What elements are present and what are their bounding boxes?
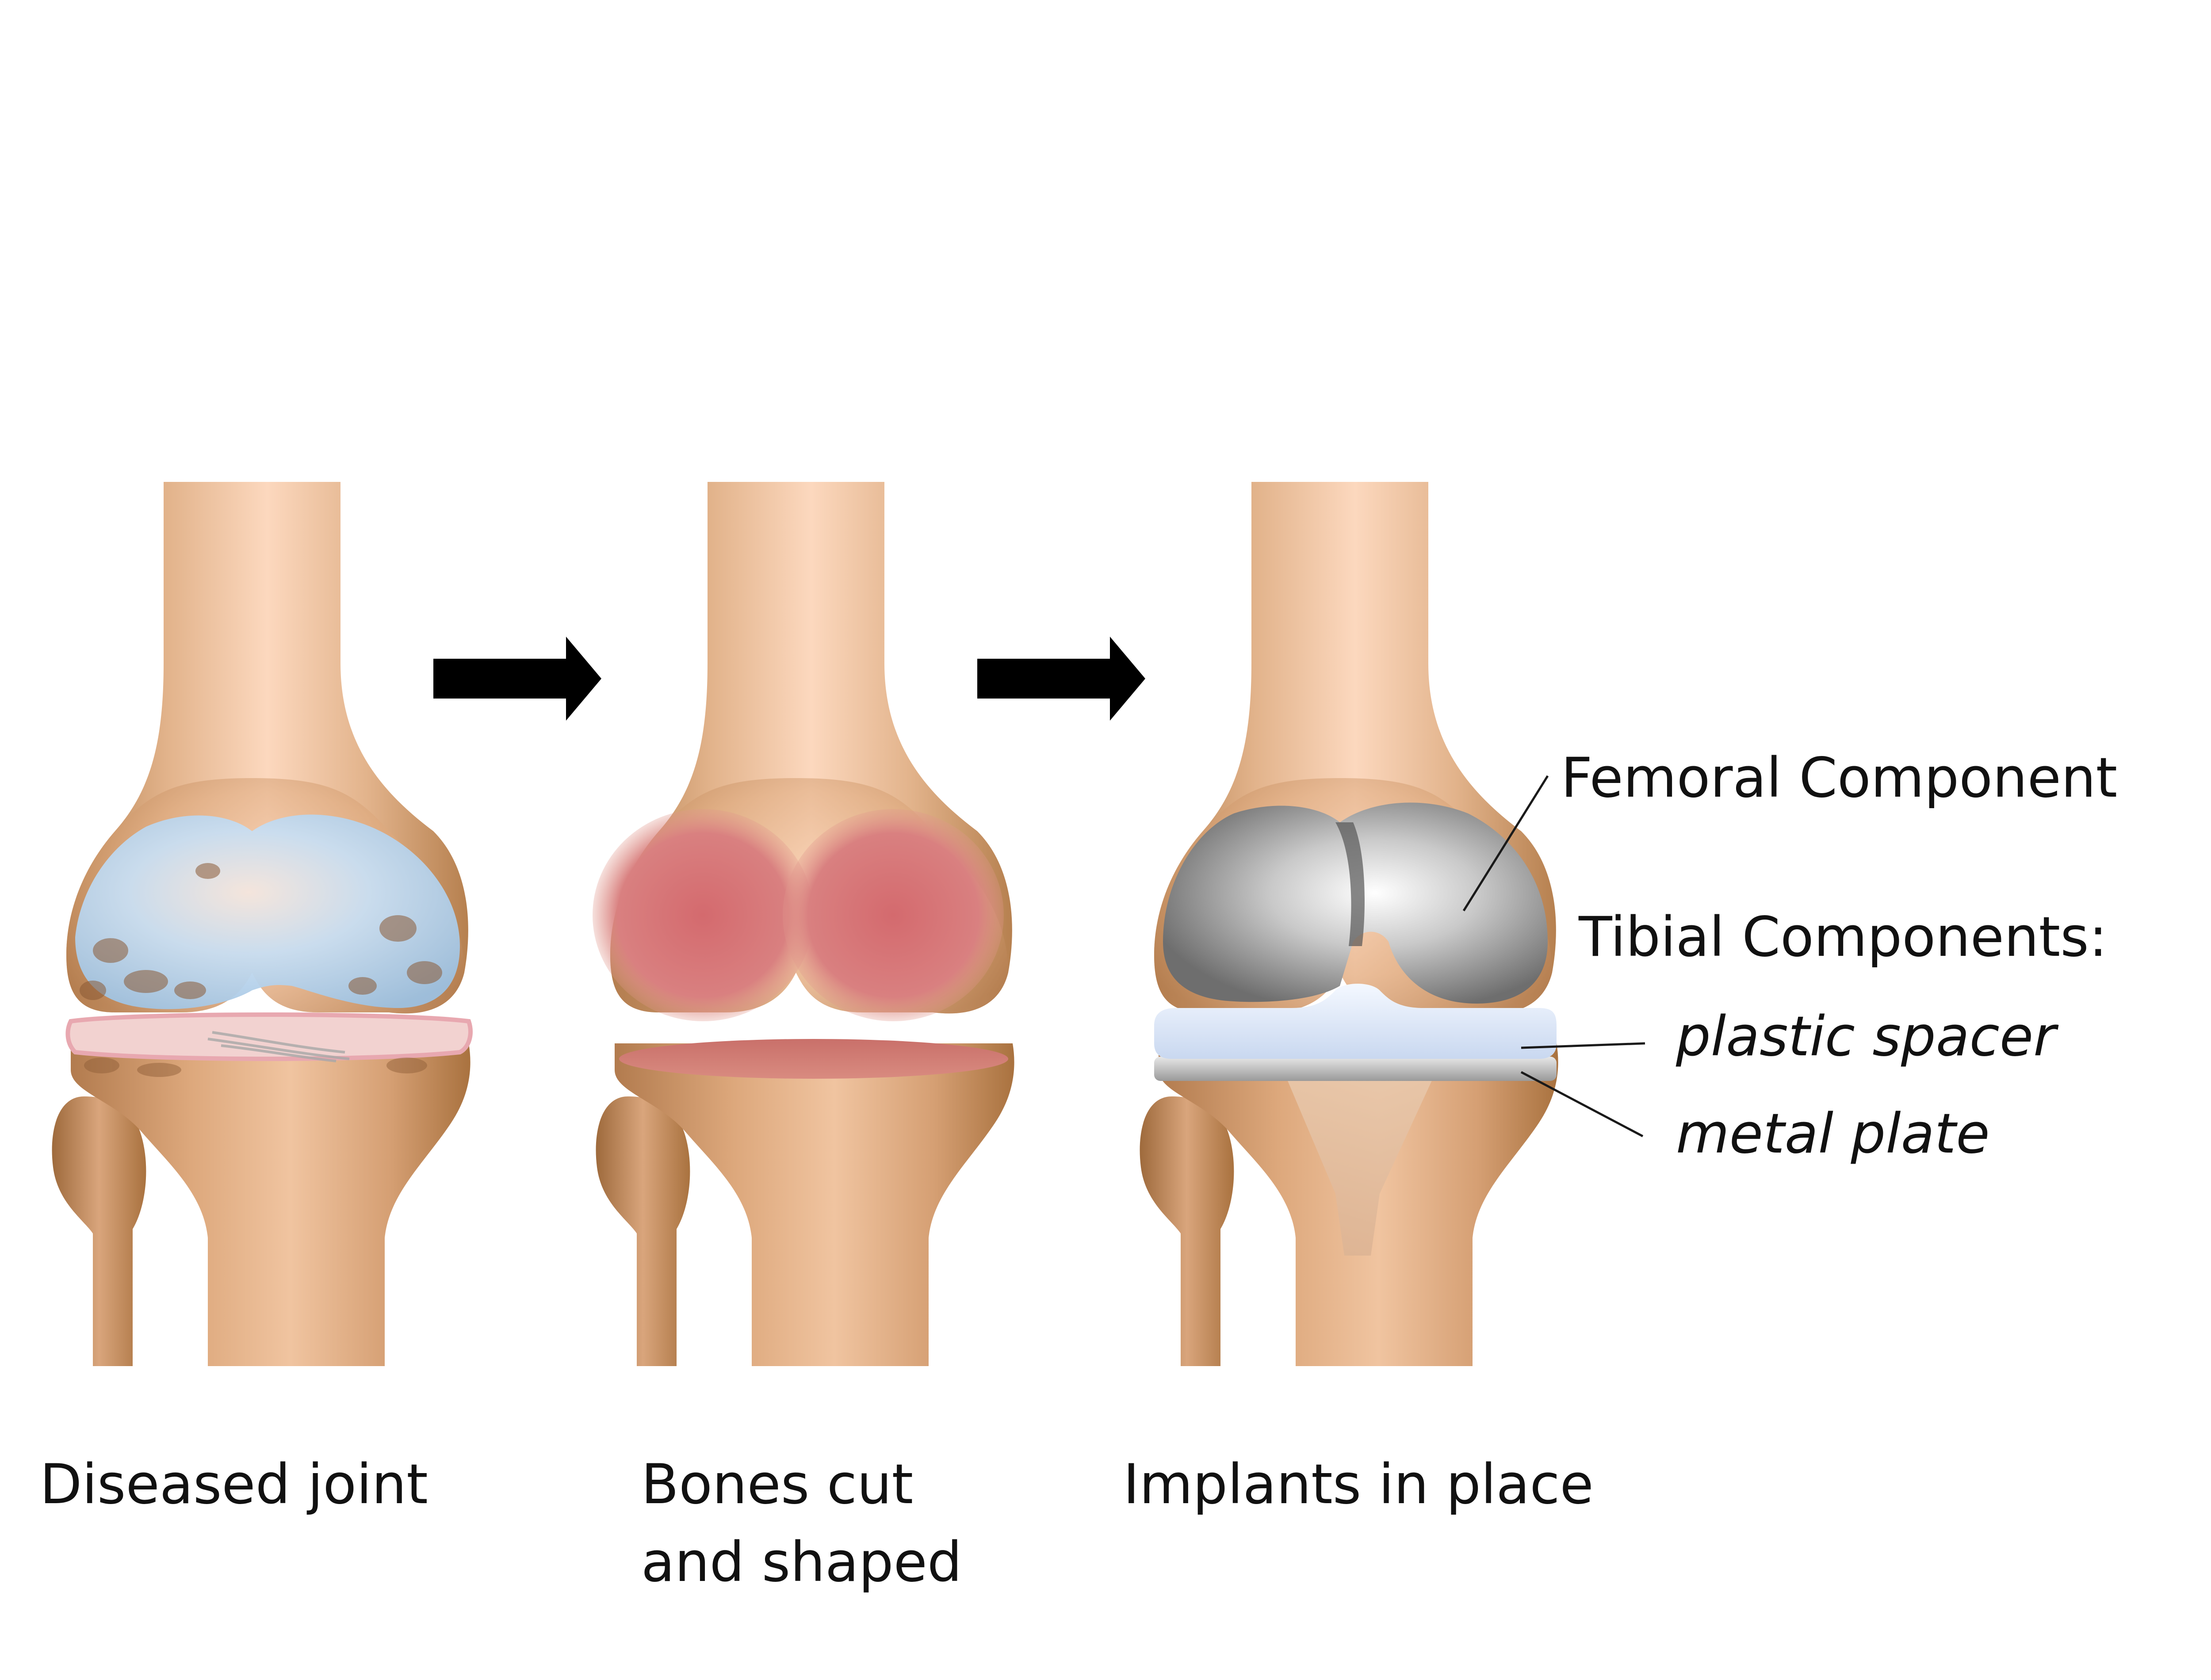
leader-lines xyxy=(1462,775,1645,1138)
label-metal-plate: metal plate xyxy=(1676,1102,1990,1166)
femoral-leader-line xyxy=(1462,775,1549,912)
label-femoral-component: Femoral Component xyxy=(1561,746,2118,810)
spacer-leader-line xyxy=(1521,1042,1645,1049)
label-tibial-components: Tibial Components: xyxy=(1579,905,2108,969)
tibial-erosion-spots xyxy=(84,1058,427,1077)
cut-femur-surface xyxy=(593,809,1004,1021)
right-arrow-icon xyxy=(433,637,601,721)
caption-line: Implants in place xyxy=(1123,1453,1594,1516)
femoral-groove-shadow xyxy=(1335,822,1365,946)
right-arrow-icon xyxy=(977,637,1145,721)
stage-bones-cut xyxy=(593,482,1014,1366)
tibia-bone xyxy=(596,1043,1014,1366)
metal-plate-implant xyxy=(1154,1057,1557,1081)
worn-tissue-fibers xyxy=(207,1031,350,1062)
plate-leader-line xyxy=(1520,1071,1644,1138)
caption-line: Diseased joint xyxy=(40,1453,428,1516)
diseased-cartilage xyxy=(75,814,460,1009)
damaged-meniscus xyxy=(65,1012,473,1061)
caption-bones-cut: Bones cut and shaped xyxy=(641,1446,962,1601)
tibia-bone xyxy=(52,1043,471,1366)
stage-implants xyxy=(1140,482,1558,1366)
caption-line: Bones cut xyxy=(641,1453,914,1516)
plastic-spacer-implant xyxy=(1154,984,1557,1059)
caption-diseased-joint: Diseased joint xyxy=(40,1446,428,1523)
cut-tibia-surface xyxy=(619,1039,1008,1079)
caption-line: and shaped xyxy=(641,1531,962,1594)
caption-implants-in-place: Implants in place xyxy=(1123,1446,1594,1523)
bone-erosion-spots xyxy=(80,863,442,1000)
label-plastic-spacer: plastic spacer xyxy=(1676,1005,2056,1069)
stage-diseased-joint xyxy=(52,482,473,1366)
tibial-stem xyxy=(1287,1079,1433,1256)
